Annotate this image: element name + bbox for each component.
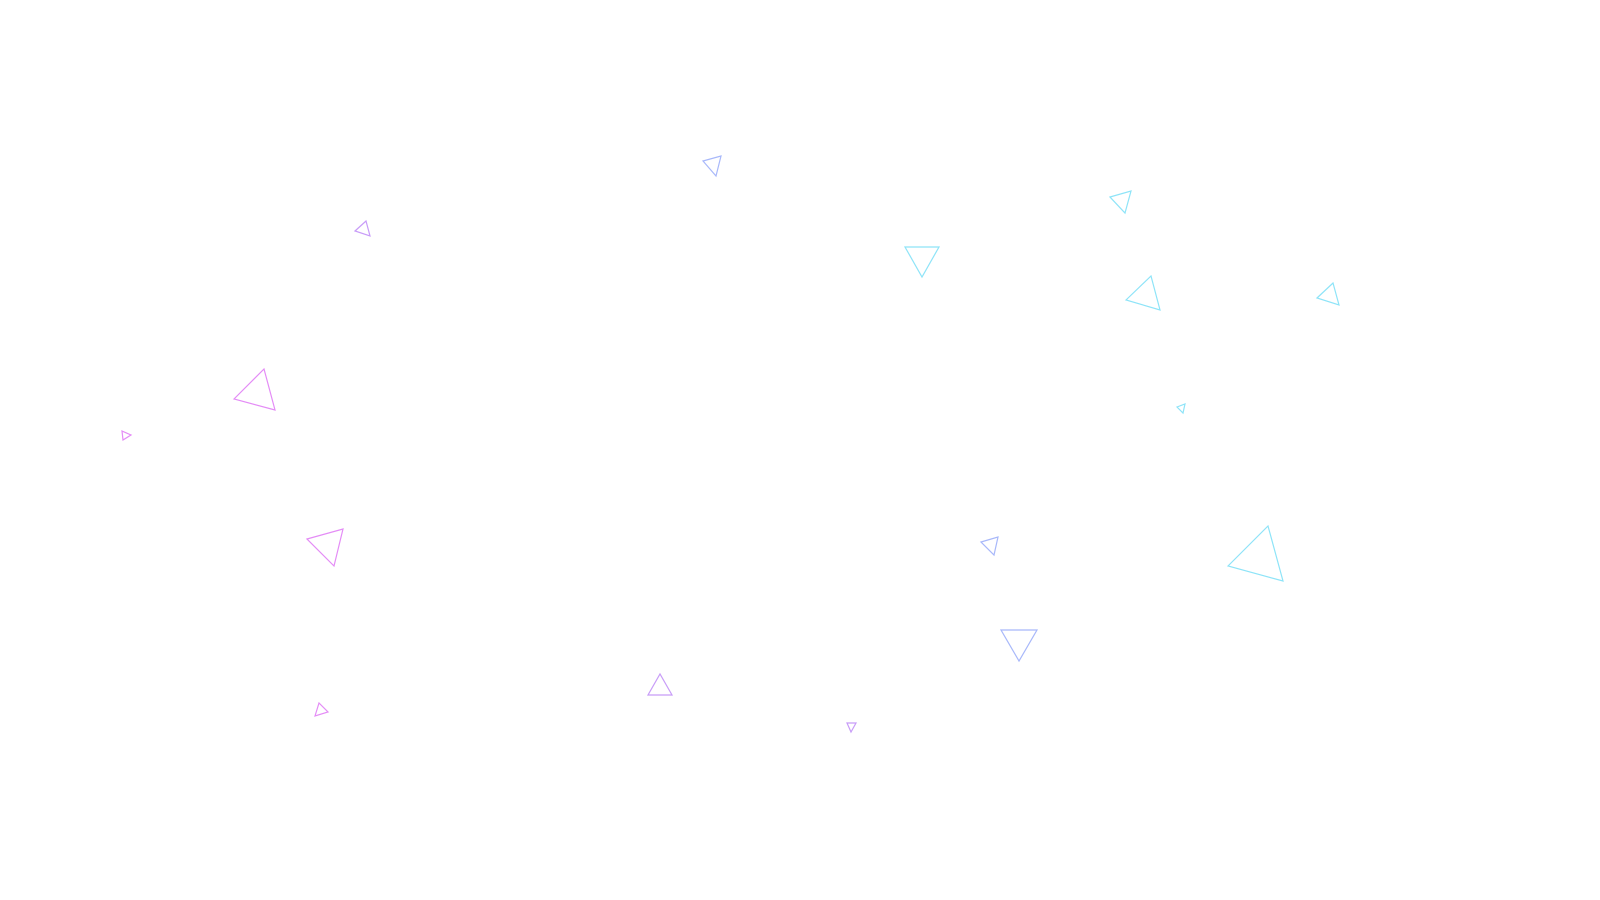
triangle-shape	[1226, 524, 1284, 582]
triangle-shape	[903, 246, 941, 279]
triangle-shape	[701, 155, 722, 178]
triangle-shape	[979, 536, 999, 557]
triangle-shape	[646, 672, 674, 696]
triangle-shape	[232, 367, 276, 411]
triangle-shape	[121, 430, 133, 442]
triangle-shape	[1315, 281, 1340, 306]
triangle-shape	[305, 528, 344, 568]
triangle-shape	[1108, 190, 1132, 215]
triangle-shape	[353, 219, 371, 237]
triangle-shape	[1124, 274, 1161, 311]
triangle-shape	[999, 629, 1039, 663]
triangle-shape	[314, 701, 330, 717]
triangle-shape	[846, 722, 858, 734]
triangle-shape	[1175, 403, 1186, 415]
